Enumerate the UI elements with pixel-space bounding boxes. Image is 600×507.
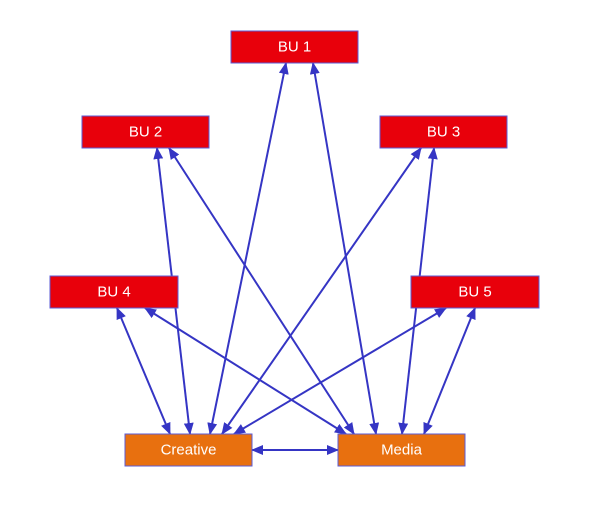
node-bu2-label: BU 2 bbox=[129, 124, 162, 141]
arrow-media-bu2 bbox=[168, 147, 355, 435]
arrow-creative-bu1 bbox=[207, 62, 289, 435]
node-media-label: Media bbox=[381, 442, 423, 459]
arrow-creative-bu3 bbox=[221, 147, 422, 435]
node-bu5[interactable]: BU 5 bbox=[410, 275, 540, 309]
arrow-creative-bu4 bbox=[116, 307, 171, 435]
node-bu2[interactable]: BU 2 bbox=[81, 115, 210, 149]
connections bbox=[116, 62, 476, 455]
arrow-media-bu1 bbox=[309, 62, 380, 435]
node-bu1[interactable]: BU 1 bbox=[230, 30, 359, 64]
arrow-media-bu4 bbox=[144, 307, 347, 435]
node-bu3-label: BU 3 bbox=[427, 124, 460, 141]
node-media[interactable]: Media bbox=[337, 433, 466, 467]
node-bu1-label: BU 1 bbox=[278, 39, 311, 56]
arrow-media-bu5 bbox=[423, 307, 476, 435]
node-creative-label: Creative bbox=[161, 442, 217, 459]
node-bu4[interactable]: BU 4 bbox=[49, 275, 179, 309]
node-bu5-label: BU 5 bbox=[458, 284, 491, 301]
node-bu4-label: BU 4 bbox=[97, 284, 130, 301]
node-bu3[interactable]: BU 3 bbox=[379, 115, 508, 149]
node-creative[interactable]: Creative bbox=[124, 433, 253, 467]
nodes: BU 1 BU 2 BU 3 BU 4 BU 5 Creative Media bbox=[49, 30, 540, 467]
